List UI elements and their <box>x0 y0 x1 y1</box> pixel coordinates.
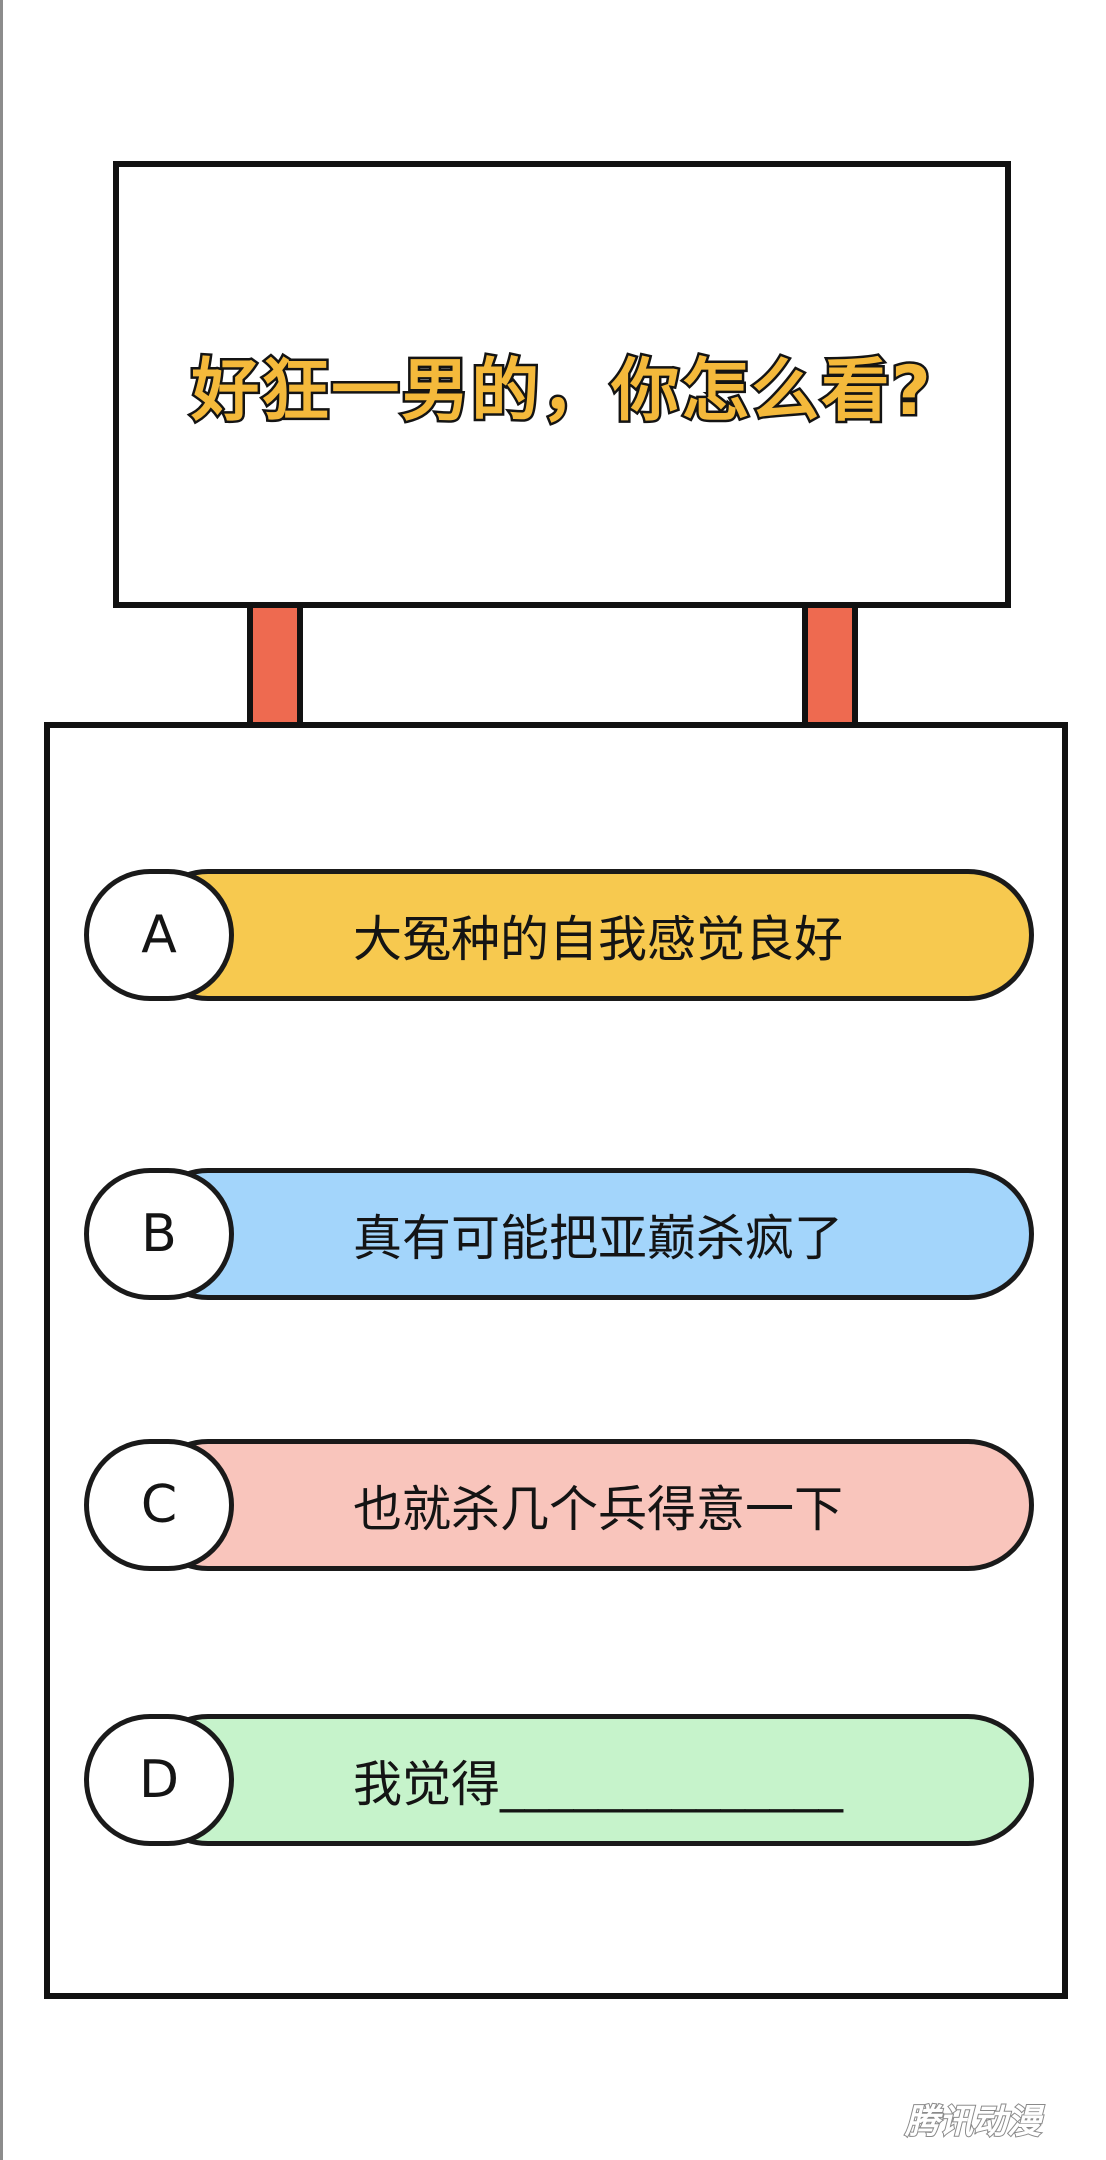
option-c[interactable]: 也就杀几个兵得意一下 C <box>84 1439 1034 1571</box>
option-d-letter-badge[interactable]: D <box>84 1714 234 1846</box>
question-title: 好狂一男的，你怎么看? <box>189 350 933 434</box>
sign-post-left <box>247 608 303 728</box>
option-d-pill[interactable]: 我觉得______________ <box>142 1714 1034 1846</box>
option-d-letter: D <box>138 1750 180 1810</box>
option-c-pill[interactable]: 也就杀几个兵得意一下 <box>142 1439 1034 1571</box>
question-sign: 好狂一男的，你怎么看? <box>113 161 1011 608</box>
option-a-text: 大冤种的自我感觉良好 <box>352 910 843 968</box>
tencent-comics-watermark: 腾讯动漫 <box>904 2101 1042 2143</box>
option-a-letter: A <box>141 905 177 965</box>
option-b-letter: B <box>141 1204 177 1264</box>
option-b-letter-badge[interactable]: B <box>84 1168 234 1300</box>
option-d[interactable]: 我觉得______________ D <box>84 1714 1034 1846</box>
option-c-letter: C <box>140 1475 178 1535</box>
option-c-text: 也就杀几个兵得意一下 <box>352 1480 843 1538</box>
option-b-text: 真有可能把亚巅杀疯了 <box>352 1209 843 1267</box>
option-b[interactable]: 真有可能把亚巅杀疯了 B <box>84 1168 1034 1300</box>
left-edge-line <box>0 0 3 2160</box>
option-c-letter-badge[interactable]: C <box>84 1439 234 1571</box>
option-a[interactable]: 大冤种的自我感觉良好 A <box>84 869 1034 1001</box>
option-d-text: 我觉得______________ <box>352 1755 843 1813</box>
option-a-letter-badge[interactable]: A <box>84 869 234 1001</box>
option-b-pill[interactable]: 真有可能把亚巅杀疯了 <box>142 1168 1034 1300</box>
option-a-pill[interactable]: 大冤种的自我感觉良好 <box>142 869 1034 1001</box>
sign-post-right <box>802 608 858 728</box>
